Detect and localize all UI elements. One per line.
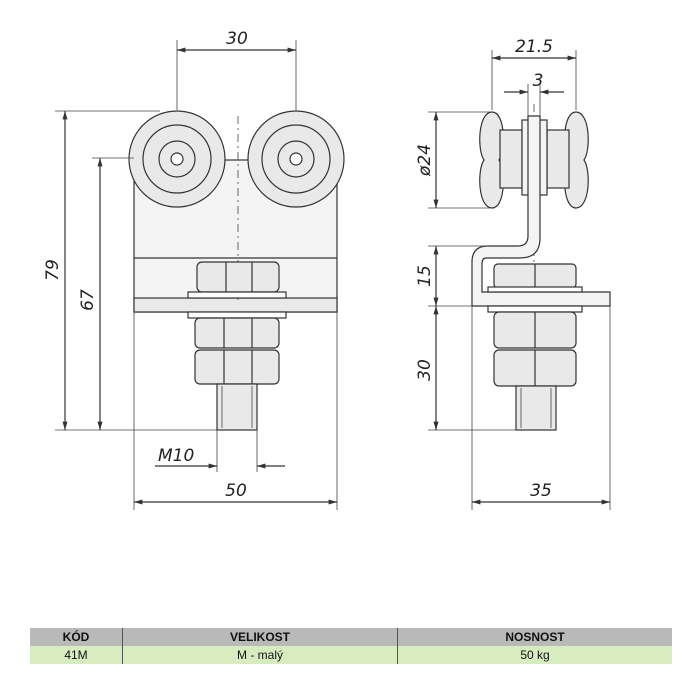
cell-velikost: M - malý [122,646,398,664]
front-base-plate [133,297,338,313]
dim-front-thread: M10 [158,446,194,466]
technical-drawing: 30 79 67 M10 50 [43,29,611,510]
dim-side-wheel-diameter: ø24 [415,144,435,177]
dim-front-height-body: 67 [78,289,98,311]
spec-table: KÓD VELIKOST NOSNOST 41M M - malý 50 kg [30,628,672,664]
table-row: 41M M - malý 50 kg [30,646,672,664]
side-view: 21.5 3 ø24 15 30 35 [415,37,611,510]
dim-side-width-bottom: 35 [530,481,552,501]
dim-side-width-top: 21.5 [515,37,553,57]
front-washer [187,311,287,319]
front-lower-nuts [194,317,280,385]
front-wheel-right [247,110,345,208]
dim-side-bracket-offset: 15 [415,265,435,287]
side-lower-nuts [493,311,577,387]
cell-kod: 41M [30,646,123,664]
side-bracket [471,115,611,307]
front-bolt [216,383,258,431]
header-kod: KÓD [30,628,123,646]
dim-front-wheel-spacing: 30 [226,29,248,49]
dim-front-height-total: 79 [43,259,63,281]
dim-side-gap: 3 [533,71,544,91]
header-velikost: VELIKOST [122,628,398,646]
table-header-row: KÓD VELIKOST NOSNOST [30,628,672,646]
dim-front-width: 50 [225,481,247,501]
front-upper-nut [187,261,287,299]
cell-nosnost: 50 kg [397,646,672,664]
dim-side-bolt-length: 30 [415,359,435,381]
side-bolt [515,385,557,431]
front-view: 30 79 67 M10 50 [43,29,345,510]
front-wheel-left [128,110,226,208]
header-nosnost: NOSNOST [397,628,672,646]
